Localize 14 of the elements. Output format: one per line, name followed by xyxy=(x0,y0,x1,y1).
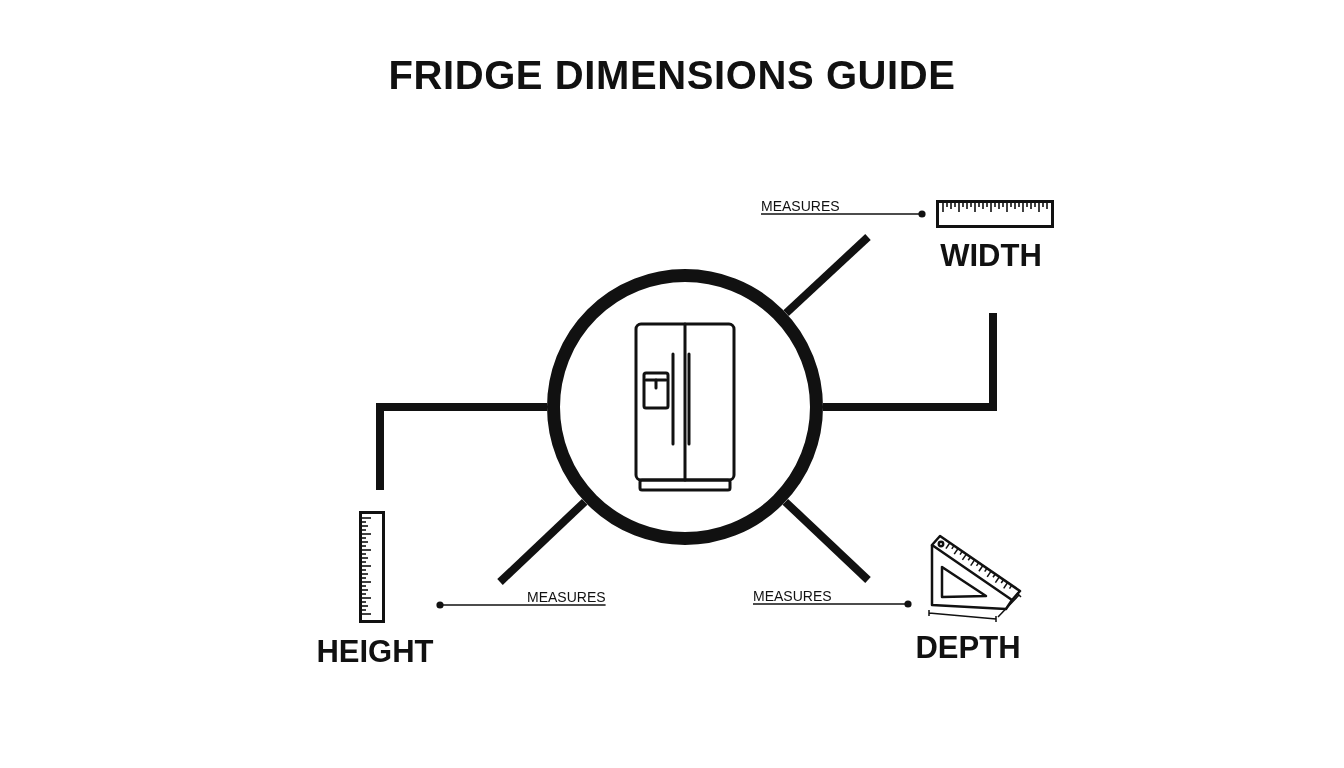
page-title: FRIDGE DIMENSIONS GUIDE xyxy=(388,54,956,96)
connector-line xyxy=(782,498,871,583)
leader-line xyxy=(436,601,607,609)
dimension-heading: WIDTH xyxy=(940,239,1042,273)
dimension-heading: HEIGHT xyxy=(316,635,434,669)
leader-line xyxy=(752,600,912,608)
callout-label: MEASURES xyxy=(761,198,840,214)
callout-label: MEASURES xyxy=(527,589,606,605)
connector-line xyxy=(783,234,871,317)
leader-line xyxy=(760,210,926,218)
fridge-icon xyxy=(634,322,736,492)
callout-label: MEASURES xyxy=(753,588,832,604)
connector-line xyxy=(497,498,588,585)
dimension-heading: DEPTH xyxy=(915,631,1021,665)
